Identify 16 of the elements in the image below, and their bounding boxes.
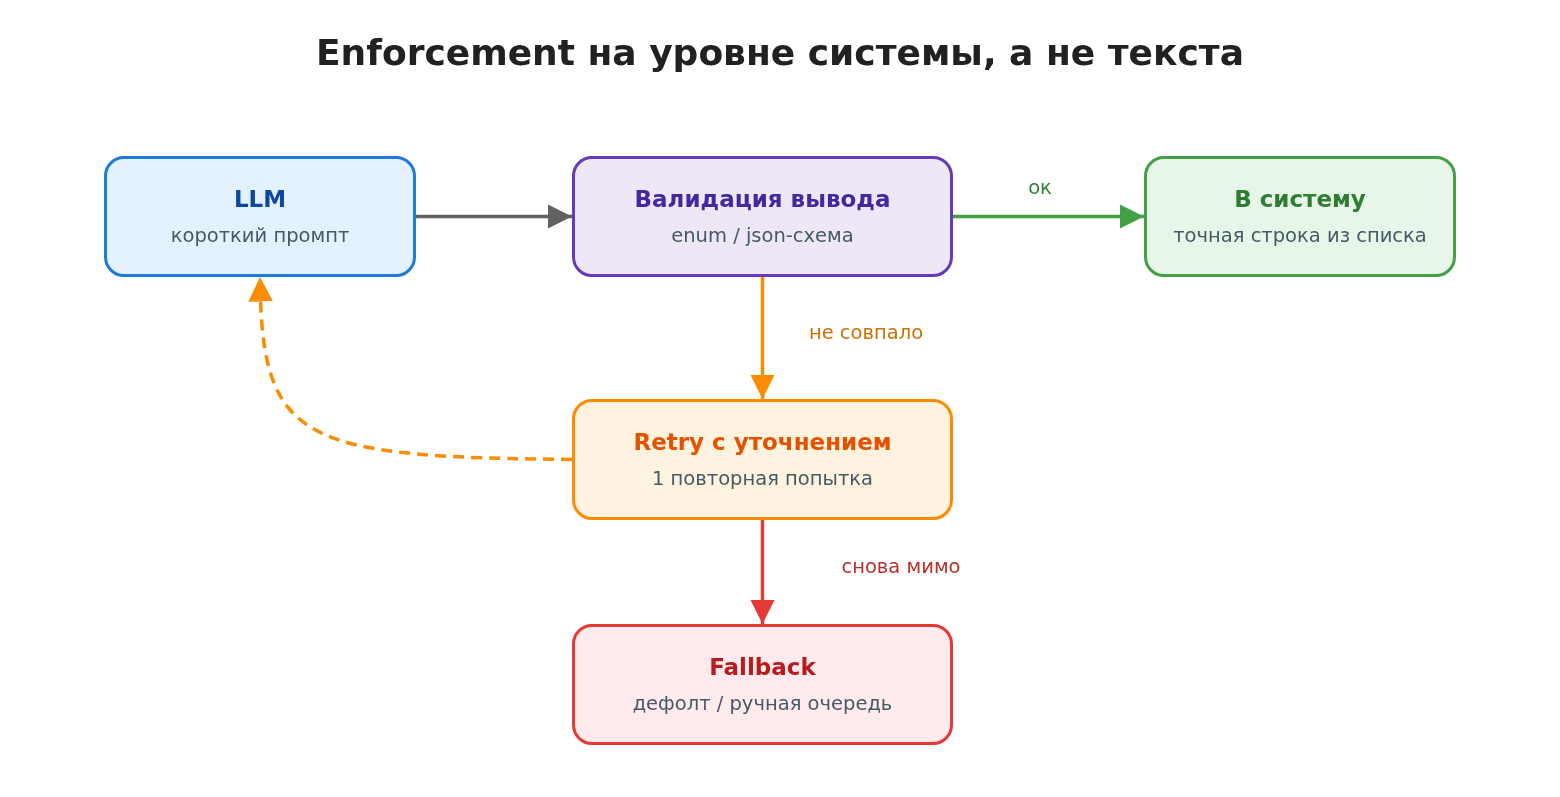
box-heading: В систему [1234,186,1366,212]
box-subtitle: короткий промпт [170,224,350,247]
box-heading: Валидация вывода [634,186,891,212]
process-box [572,156,953,277]
diagram-title: Enforcement на уровне системы, а не текста [315,32,1245,73]
box-subtitle: 1 повторная попытка [652,467,873,490]
box-heading: LLM [233,186,287,212]
box-heading: Retry с уточнением [633,429,892,455]
box-subtitle: точная строка из списка [1173,224,1427,247]
process-box [1144,156,1456,277]
box-subtitle: enum / json-схема [671,224,854,247]
box-subtitle: дефолт / ручная очередь [632,692,893,715]
box-heading: Fallback [709,654,816,680]
process-box [572,399,953,520]
process-box [104,156,416,277]
process-box [572,624,953,745]
